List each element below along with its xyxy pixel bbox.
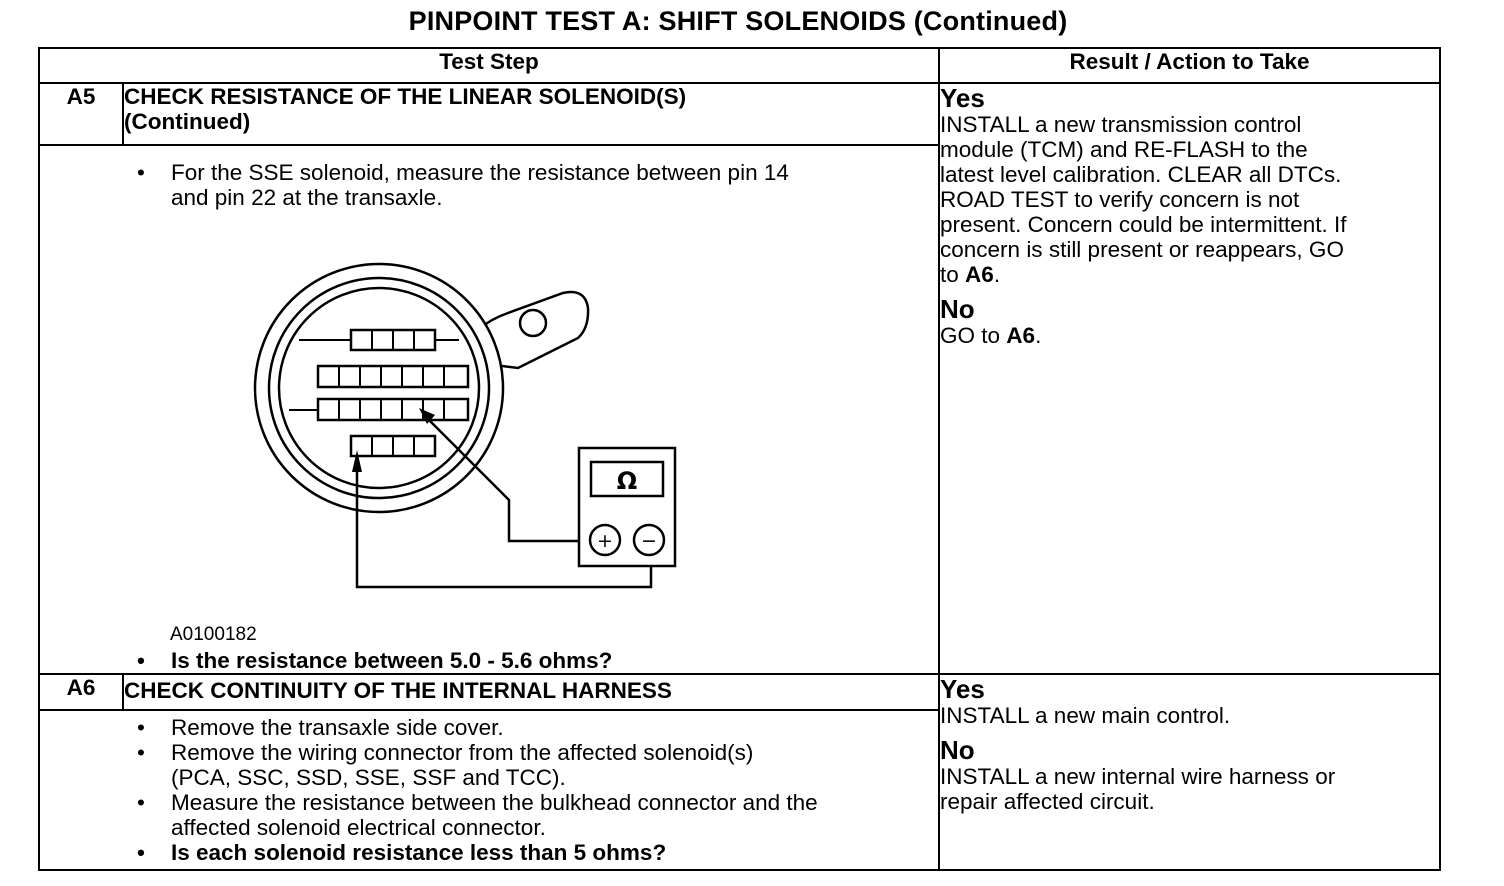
a6-instruction: Remove the wiring connector from the aff… bbox=[123, 740, 938, 790]
a6-no-label: No bbox=[940, 735, 975, 765]
step-a5-title-line1: CHECK RESISTANCE OF THE LINEAR SOLENOID(… bbox=[124, 84, 687, 109]
step-a5-body-row: For the SSE solenoid, measure the resist… bbox=[38, 144, 1440, 675]
pin-row-2 bbox=[316, 364, 470, 389]
a5-yes-line: present. Concern could be intermittent. … bbox=[940, 212, 1347, 237]
step-a5-title-line2: (Continued) bbox=[124, 109, 251, 134]
a5-instruction-list: For the SSE solenoid, measure the resist… bbox=[123, 160, 938, 210]
a5-no-label: No bbox=[940, 294, 975, 324]
a5-instruction: For the SSE solenoid, measure the resist… bbox=[123, 160, 938, 210]
ohmmeter-display bbox=[589, 460, 665, 498]
a6-instruction-list: Remove the transaxle side cover. Remove … bbox=[123, 715, 938, 865]
pinpoint-test-table: Test Step Result / Action to Take A5 CHE… bbox=[37, 47, 1442, 871]
a5-yes-last-line: to A6. bbox=[940, 262, 1001, 287]
tab-hole bbox=[518, 308, 548, 338]
negative-terminal-symbol: − bbox=[641, 530, 657, 552]
a5-yes-line: module (TCM) and RE-FLASH to the bbox=[940, 137, 1308, 162]
negative-terminal bbox=[632, 523, 666, 557]
ohmmeter-symbol: Ω bbox=[617, 467, 637, 495]
header-result-action: Result / Action to Take bbox=[938, 47, 1442, 84]
a6-yes-label: Yes bbox=[940, 674, 985, 704]
figure-label: A0100182 bbox=[170, 624, 257, 645]
step-a6-id-spacer bbox=[38, 709, 123, 871]
a5-yes-line: INSTALL a new transmission control bbox=[940, 112, 1302, 137]
step-a6-body: Remove the transaxle side cover. Remove … bbox=[123, 709, 941, 871]
negative-lead bbox=[355, 462, 653, 589]
a6-no-line2: repair affected circuit. bbox=[940, 789, 1155, 814]
negative-probe-tip bbox=[352, 450, 362, 472]
header-test-step: Test Step bbox=[37, 47, 941, 84]
a6-question: Is each solenoid resistance less than 5 … bbox=[123, 840, 938, 865]
a5-question-list: Is the resistance between 5.0 - 5.6 ohms… bbox=[123, 648, 938, 673]
a5-question: Is the resistance between 5.0 - 5.6 ohms… bbox=[123, 648, 938, 673]
a6-instruction: Remove the transaxle side cover. bbox=[123, 715, 938, 740]
a5-yes-label: Yes bbox=[940, 83, 985, 113]
a6-yes-text: INSTALL a new main control. bbox=[940, 703, 1231, 728]
table-header-row: Test Step Result / Action to Take bbox=[37, 47, 1442, 84]
a6-instruction: Measure the resistance between the bulkh… bbox=[123, 790, 938, 840]
page-title: PINPOINT TEST A: SHIFT SOLENOIDS (Contin… bbox=[408, 6, 1068, 36]
step-a6-result: Yes INSTALL a new main control. No INSTA… bbox=[938, 673, 1442, 871]
step-id-a6: A6 bbox=[38, 673, 124, 711]
a5-yes-goto: A6 bbox=[965, 262, 994, 287]
a5-yes-line: latest level calibration. CLEAR all DTCs… bbox=[940, 162, 1342, 187]
step-a6-body-row: Remove the transaxle side cover. Remove … bbox=[38, 709, 1440, 871]
connector-figure: Ω + − A0100182 bbox=[123, 210, 938, 650]
pin-row-3 bbox=[316, 397, 470, 422]
positive-terminal bbox=[588, 523, 622, 557]
connector-diagram: Ω + − bbox=[253, 262, 677, 589]
step-a5-body: For the SSE solenoid, measure the resist… bbox=[123, 144, 941, 675]
a5-yes-line: ROAD TEST to verify concern is not bbox=[940, 187, 1300, 212]
step-a5-id-spacer bbox=[38, 144, 123, 675]
a6-no-line1: INSTALL a new internal wire harness or bbox=[940, 764, 1336, 789]
step-a5-title: CHECK RESISTANCE OF THE LINEAR SOLENOID(… bbox=[121, 82, 941, 146]
positive-lead bbox=[428, 419, 583, 543]
step-a5-result: Yes INSTALL a new transmission control m… bbox=[938, 82, 1442, 675]
step-id-a5: A5 bbox=[38, 82, 124, 146]
a5-no-text: GO to A6. bbox=[940, 323, 1042, 348]
a5-no-goto: A6 bbox=[1006, 323, 1036, 348]
positive-probe-tip bbox=[419, 408, 435, 424]
step-a6-title-row: A6 CHECK CONTINUITY OF THE INTERNAL HARN… bbox=[38, 673, 1442, 871]
step-a6-title: CHECK CONTINUITY OF THE INTERNAL HARNESS bbox=[121, 673, 941, 711]
a5-yes-line: concern is still present or reappears, G… bbox=[940, 237, 1344, 262]
positive-terminal-symbol: + bbox=[597, 530, 613, 552]
step-a5-title-row: A5 CHECK RESISTANCE OF THE LINEAR SOLENO… bbox=[38, 82, 1442, 675]
